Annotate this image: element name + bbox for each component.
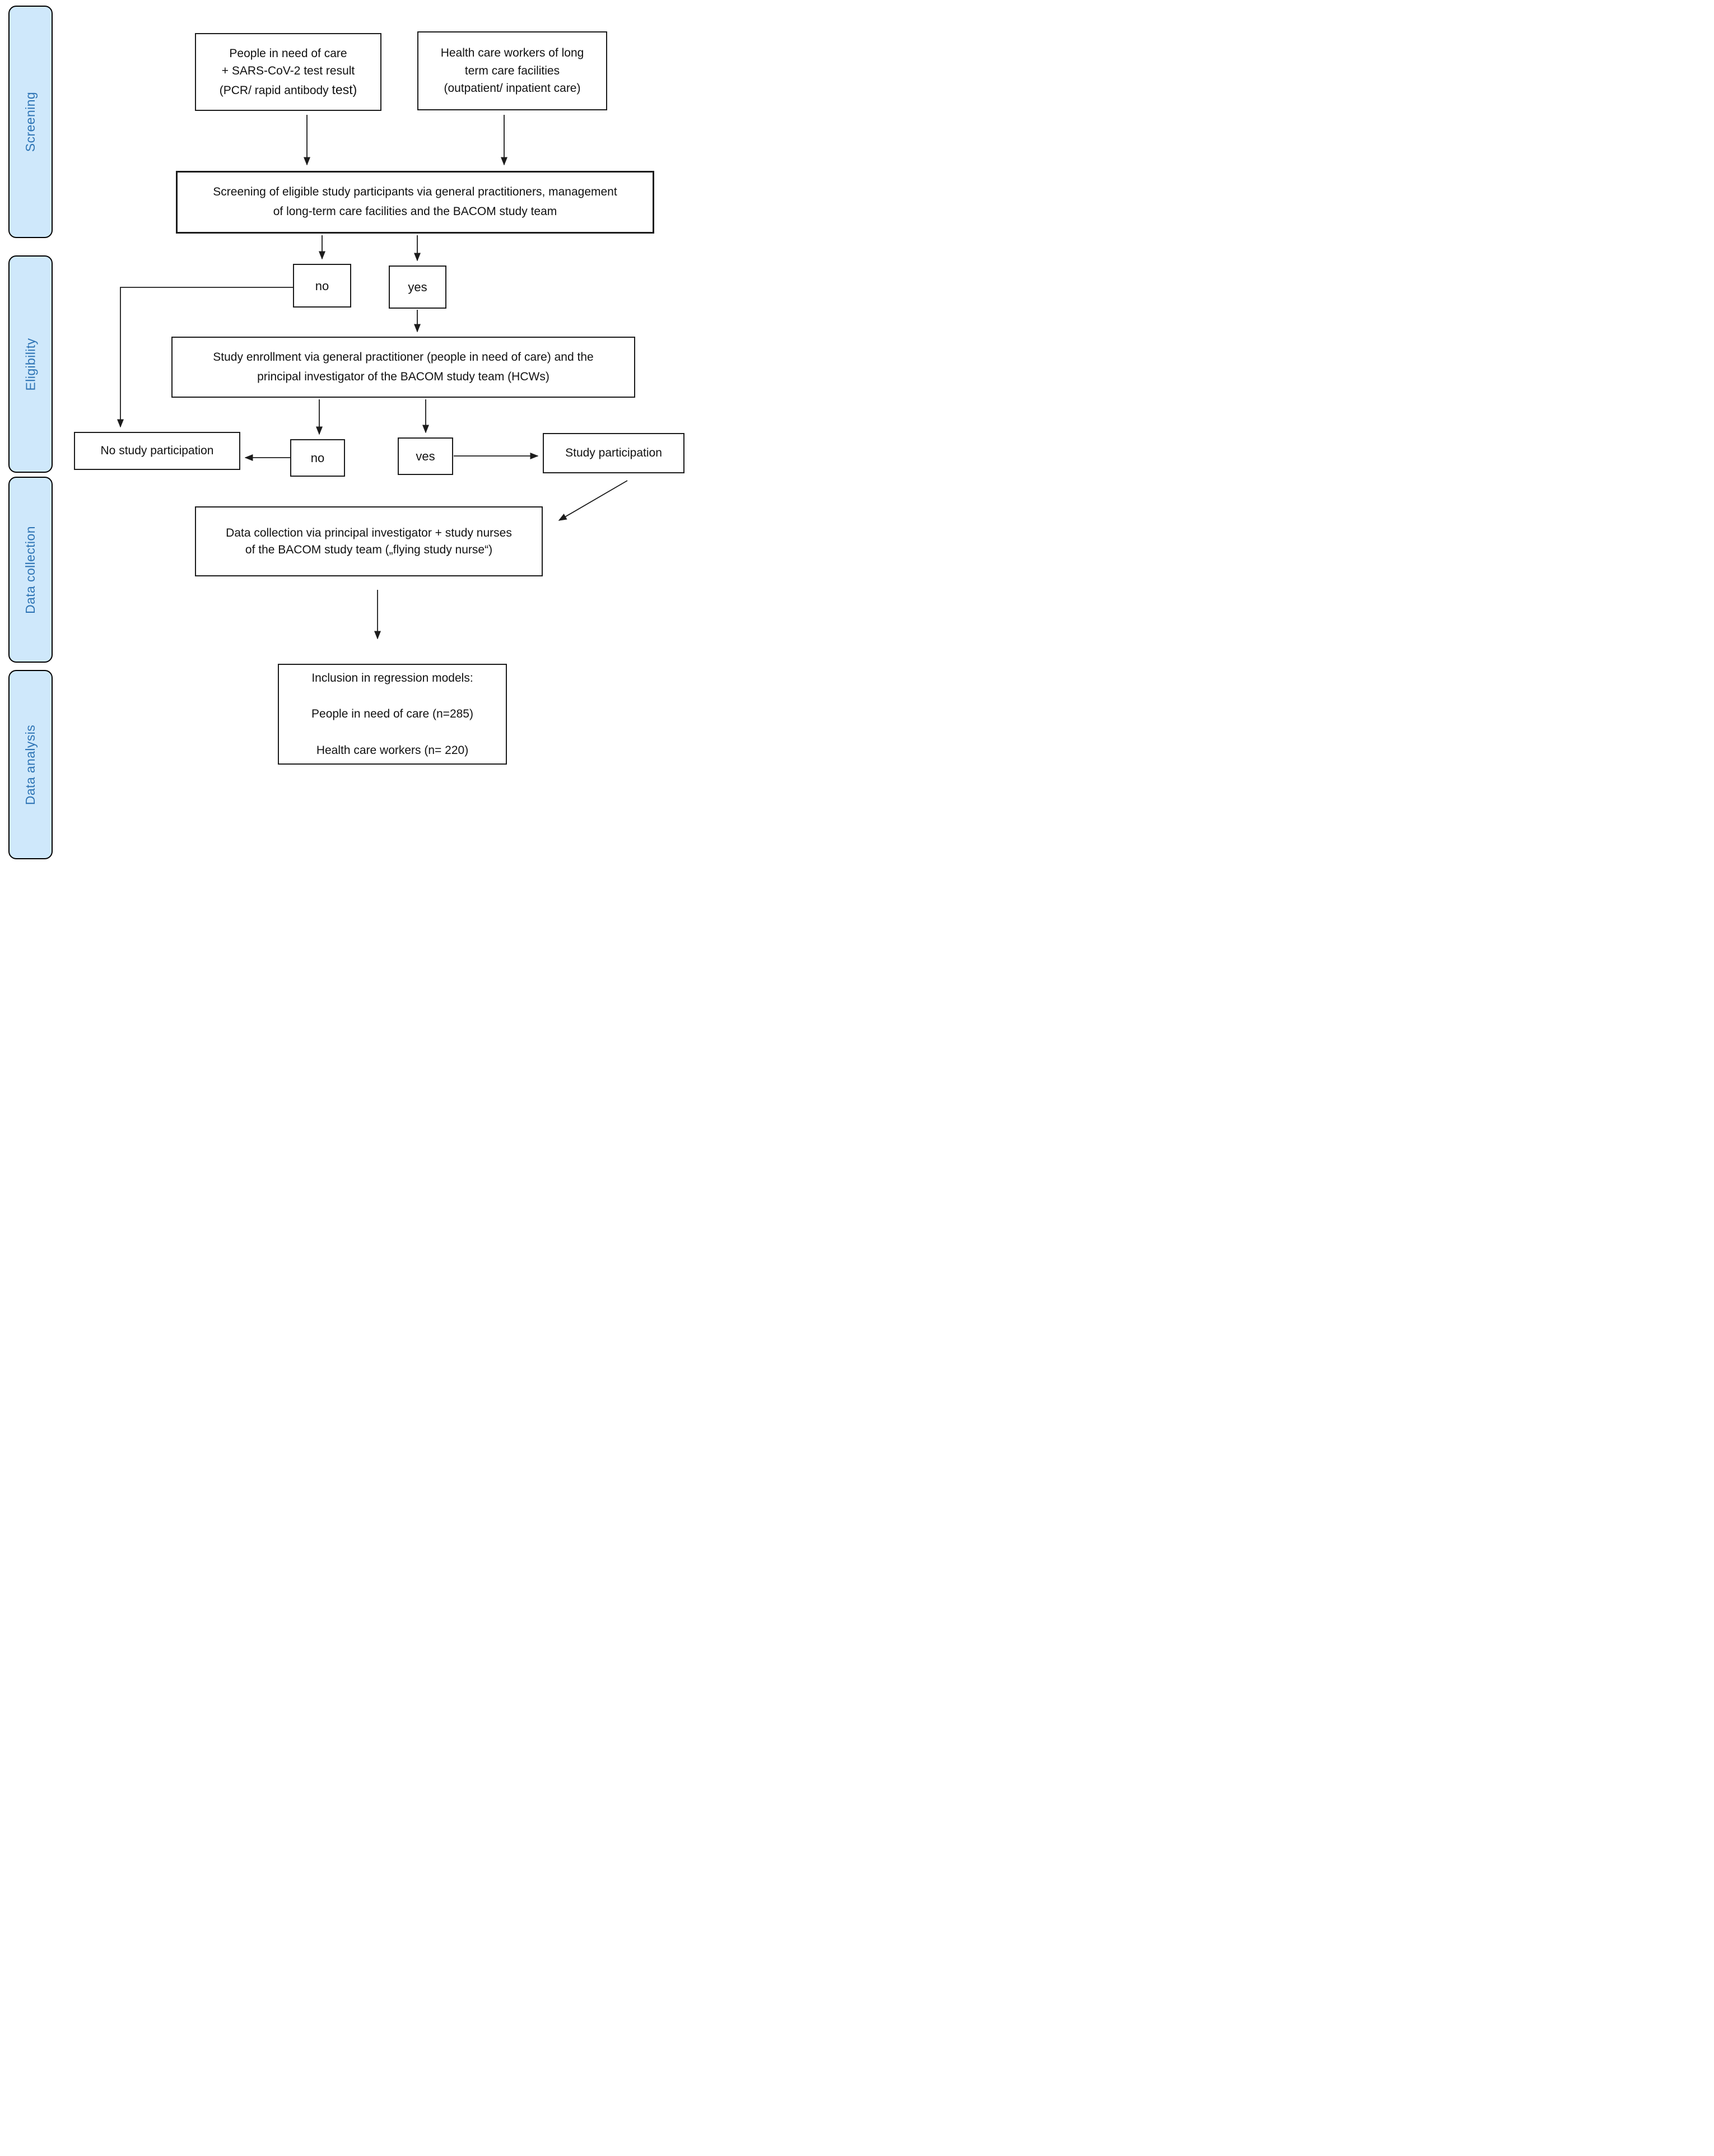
phase-panel-eligibility: Eligibility [8, 255, 53, 473]
node-text-segment: test) [332, 82, 357, 97]
node-people-in-need-of-care: People in need of care + SARS-CoV-2 test… [195, 33, 381, 111]
node-screening: Screening of eligible study participants… [176, 171, 654, 234]
arrow-participation-to-data-collection [558, 480, 628, 521]
phase-label-screening: Screening [23, 91, 38, 152]
phase-panel-screening: Screening [8, 6, 53, 238]
node-health-care-workers: Health care workers of long term care fa… [417, 31, 607, 110]
node-text-line: + SARS-CoV-2 test result [221, 64, 355, 78]
node-enrolled-yes: ves [398, 437, 453, 475]
study-flow-diagram: Screening Eligibility Data collection Da… [0, 0, 686, 863]
node-text-line: (PCR/ rapid antibody test) [220, 80, 357, 100]
phase-panel-data-analysis: Data analysis [8, 670, 53, 859]
phase-label-data-collection: Data collection [23, 525, 38, 614]
phase-panel-data-collection: Data collection [8, 477, 53, 663]
node-inclusion-regression-models: Inclusion in regression models: People i… [278, 664, 507, 765]
inclusion-line-people: People in need of care (n=285) [311, 707, 473, 721]
inclusion-title: Inclusion in regression models: [311, 671, 473, 684]
node-study-enrollment: Study enrollment via general practitione… [171, 337, 635, 398]
inclusion-line-hcw: Health care workers (n= 220) [316, 743, 469, 757]
node-eligible-no: no [293, 264, 351, 308]
node-text-segment: (PCR/ rapid antibody [219, 83, 332, 97]
node-enrolled-no: no [290, 439, 345, 477]
node-eligible-yes: yes [389, 266, 446, 309]
node-text-line: People in need of care [229, 46, 347, 60]
phase-label-eligibility: Eligibility [23, 338, 38, 390]
phase-label-data-analysis: Data analysis [23, 724, 38, 805]
node-data-collection: Data collection via principal investigat… [195, 506, 543, 576]
node-no-study-participation: No study participation [74, 432, 240, 470]
node-study-participation: Study participation [543, 433, 684, 473]
